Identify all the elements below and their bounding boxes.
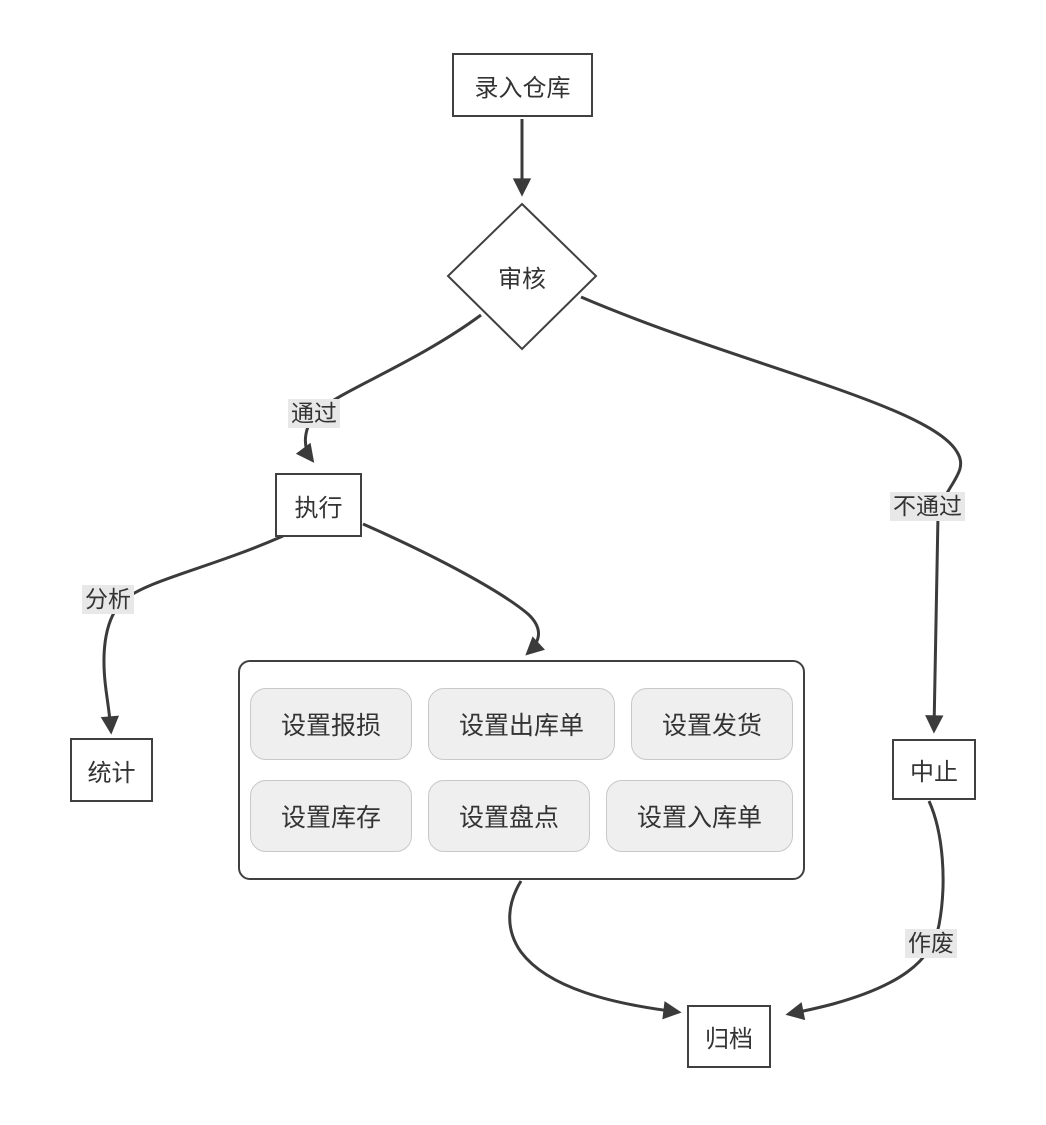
edge-abort-archive: [785, 800, 945, 1021]
review-diamond-shape: [446, 202, 598, 351]
edge-execute-group: [362, 522, 545, 656]
node-archive: 归档: [687, 1005, 771, 1068]
edge-group-archive: [508, 880, 682, 1020]
node-review: 审核: [448, 250, 596, 302]
node-review-label: 审核: [498, 265, 546, 293]
node-execute: 执行: [275, 473, 362, 537]
edge-label-fail: 不通过: [890, 492, 965, 521]
set-shipment-button[interactable]: 设置发货: [631, 688, 794, 760]
set-inbound-order-button[interactable]: 设置入库单: [606, 780, 794, 852]
settings-group-box: 设置报损 设置出库单 设置发货 设置库存 设置盘点 设置入库单: [238, 660, 805, 880]
settings-group-row-2: 设置库存 设置盘点 设置入库单: [249, 780, 794, 852]
set-inventory-button[interactable]: 设置库存: [249, 780, 412, 852]
node-abort-label: 中止: [910, 759, 958, 786]
edge-review-abort: [580, 295, 963, 734]
edge-label-analyze: 分析: [82, 585, 134, 614]
node-start: 录入仓库: [452, 53, 593, 117]
edge-label-pass: 通过: [288, 399, 340, 428]
node-start-label: 录入仓库: [474, 74, 571, 102]
node-stats: 统计: [70, 738, 153, 802]
edge-label-void: 作废: [905, 929, 957, 958]
node-archive-label: 归档: [705, 1026, 753, 1053]
set-outbound-order-button[interactable]: 设置出库单: [427, 688, 615, 760]
edge-review-execute: [295, 313, 482, 463]
edge-execute-stats: [100, 534, 284, 735]
node-execute-label: 执行: [294, 494, 343, 522]
settings-group-row-1: 设置报损 设置出库单 设置发货: [249, 688, 794, 760]
node-abort: 中止: [892, 739, 976, 800]
set-damage-button[interactable]: 设置报损: [249, 688, 412, 760]
node-stats-label: 统计: [87, 759, 136, 787]
set-stocktake-button[interactable]: 设置盘点: [427, 780, 590, 852]
